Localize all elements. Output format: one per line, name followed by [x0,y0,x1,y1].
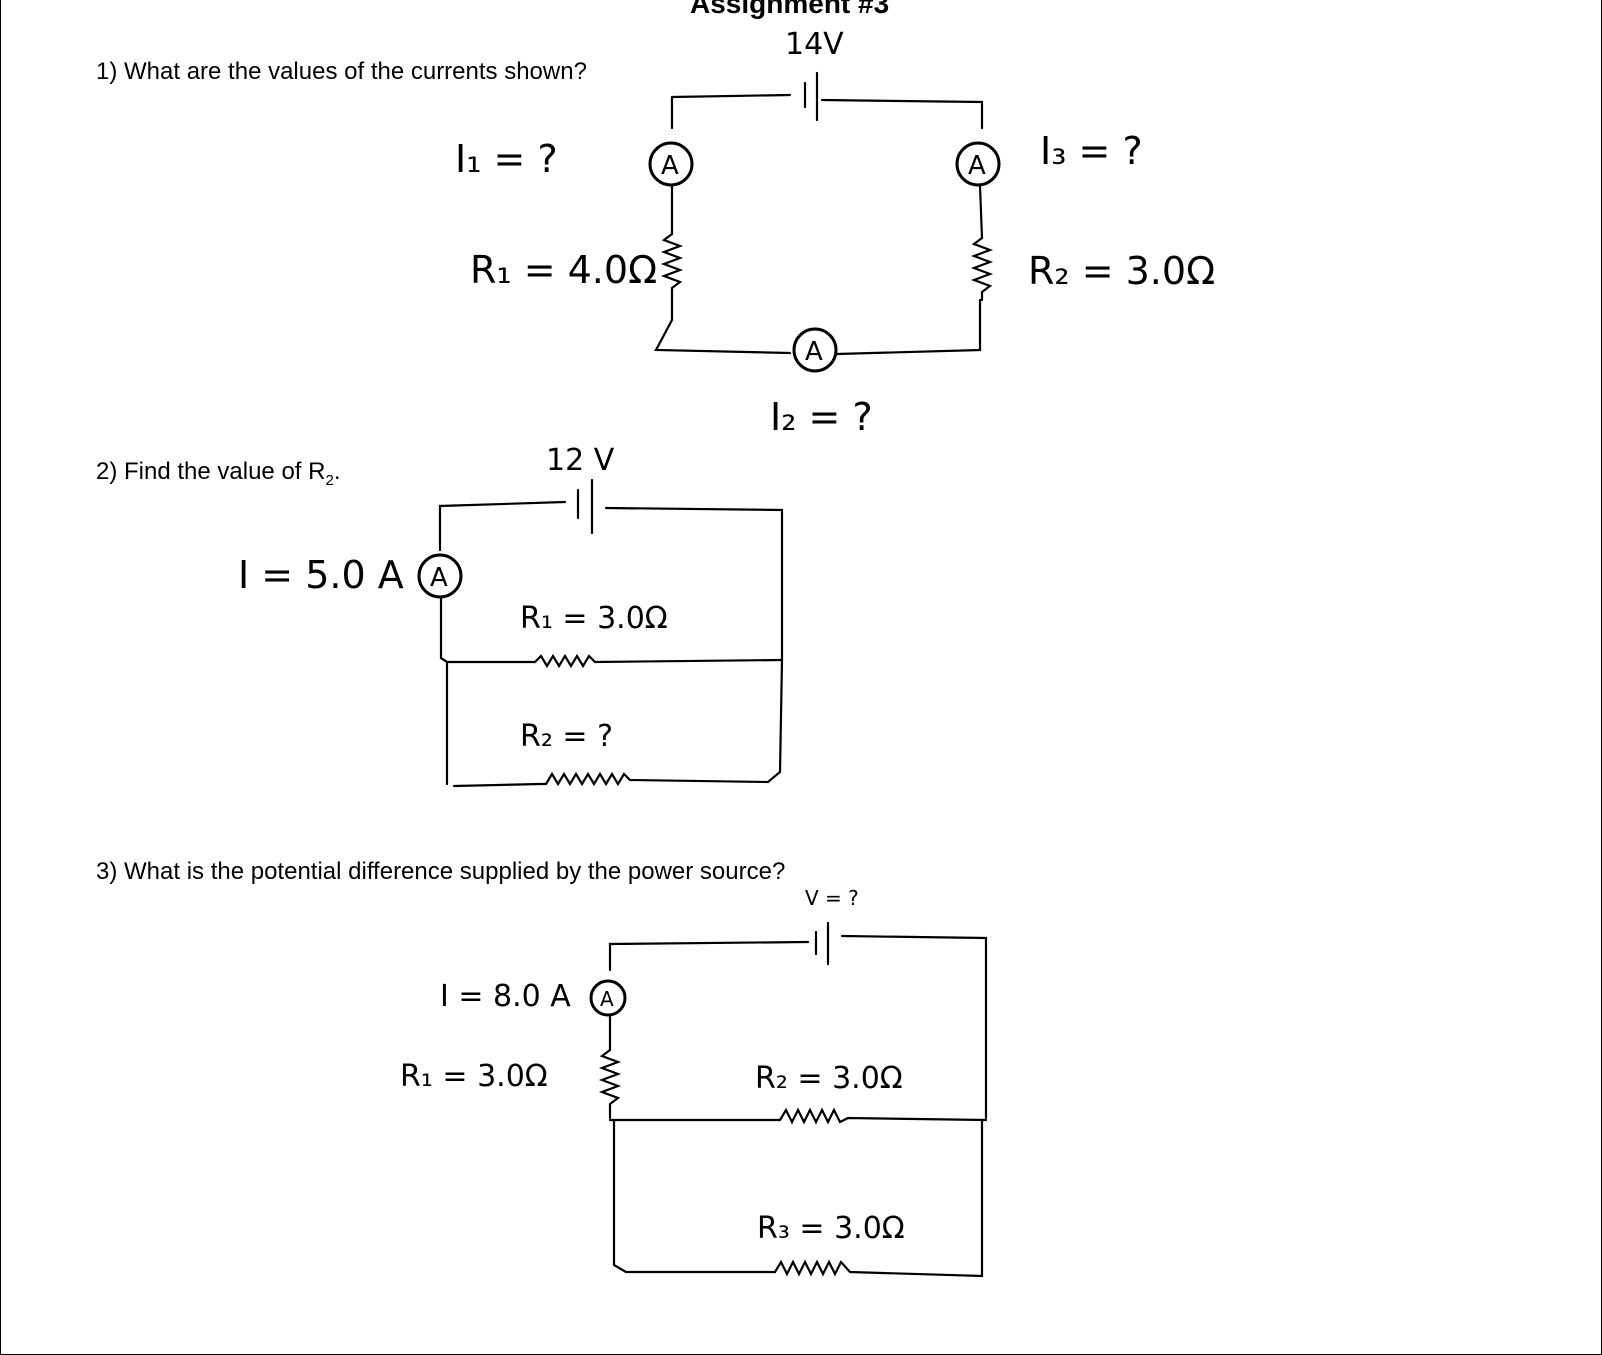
source-voltage-label: V = ? [805,886,859,910]
question-1-text: What are the values of the currents show… [124,58,587,85]
wire [604,506,784,662]
resistor-icon [445,653,784,669]
resistor-icon [970,236,994,302]
ammeter-icon: A [648,141,694,187]
ammeter-symbol: A [805,337,823,367]
wire [654,286,792,355]
ammeter-symbol: A [430,563,448,593]
question-1: 1) What are the values of the currents s… [96,58,587,86]
wire [670,93,792,130]
resistor-icon [773,1118,984,1278]
question-2-subscript: 2 [325,471,334,489]
resistor-icon [608,1107,988,1125]
label-current: I = 8.0 A [440,979,571,1014]
label-r1: R₁ = 3.0Ω [520,601,668,636]
question-3-text: What is the potential difference supplie… [124,858,786,885]
label-current: I = 5.0 A [238,553,404,597]
question-2-text: Find the value of R [124,458,326,485]
page-title: Assignment #3 [690,0,890,19]
ammeter-icon: A [955,141,1001,187]
wire [438,500,567,552]
wire [439,596,449,786]
label-r2: R₂ = 3.0Ω [1028,249,1215,293]
label-i2: I₂ = ? [770,395,873,439]
resistor-icon [660,232,684,290]
wire [978,184,984,240]
ammeter-icon: A [792,327,838,373]
page-border-left [0,0,1,1355]
question-2: 2) Find the value of R2. [96,458,340,489]
question-3: 3) What is the potential difference supp… [96,858,785,886]
label-i3: I₃ = ? [1040,129,1143,173]
ammeter-symbol: A [661,151,679,181]
circuit-2: 12 V A R₁ = 3.0Ω R₂ = ? I = 5.0 A [238,443,784,788]
ammeter-icon: A [589,979,627,1017]
ammeter-symbol: A [600,987,614,1011]
label-r3: R₃ = 3.0Ω [757,1211,905,1246]
label-r1: R₁ = 3.0Ω [400,1059,548,1094]
label-r1: R₁ = 4.0Ω [470,248,657,292]
source-voltage-label: 14V [785,27,844,62]
label-i1: I₁ = ? [455,137,558,181]
question-2-number: 2) [96,458,118,485]
question-2-suffix: . [333,458,341,485]
wire [612,1118,777,1274]
question-3-number: 3) [96,858,118,885]
source-voltage-label: 12 V [546,443,615,478]
ammeter-symbol: A [968,151,986,181]
wire [820,98,984,130]
label-r2: R₂ = ? [520,719,613,754]
resistor-icon [452,658,784,788]
battery-icon [576,478,594,535]
battery-icon [803,71,819,122]
circuit-3: V = ? A R₂ = 3.0Ω R₃ = 3.0Ω I = 8.0 A R₁… [400,886,988,1278]
circuit-1: 14V A A A I₁ = ? R₁ = 4.0Ω I₃ = ? R₂ = 3… [455,27,1215,439]
battery-icon [814,921,830,966]
question-1-number: 1) [96,58,118,85]
wire [608,940,810,972]
label-r2: R₂ = 3.0Ω [755,1061,903,1096]
wire [840,934,988,1120]
ammeter-icon: A [417,553,463,599]
wire [835,298,982,356]
resistor-icon [598,1048,622,1120]
